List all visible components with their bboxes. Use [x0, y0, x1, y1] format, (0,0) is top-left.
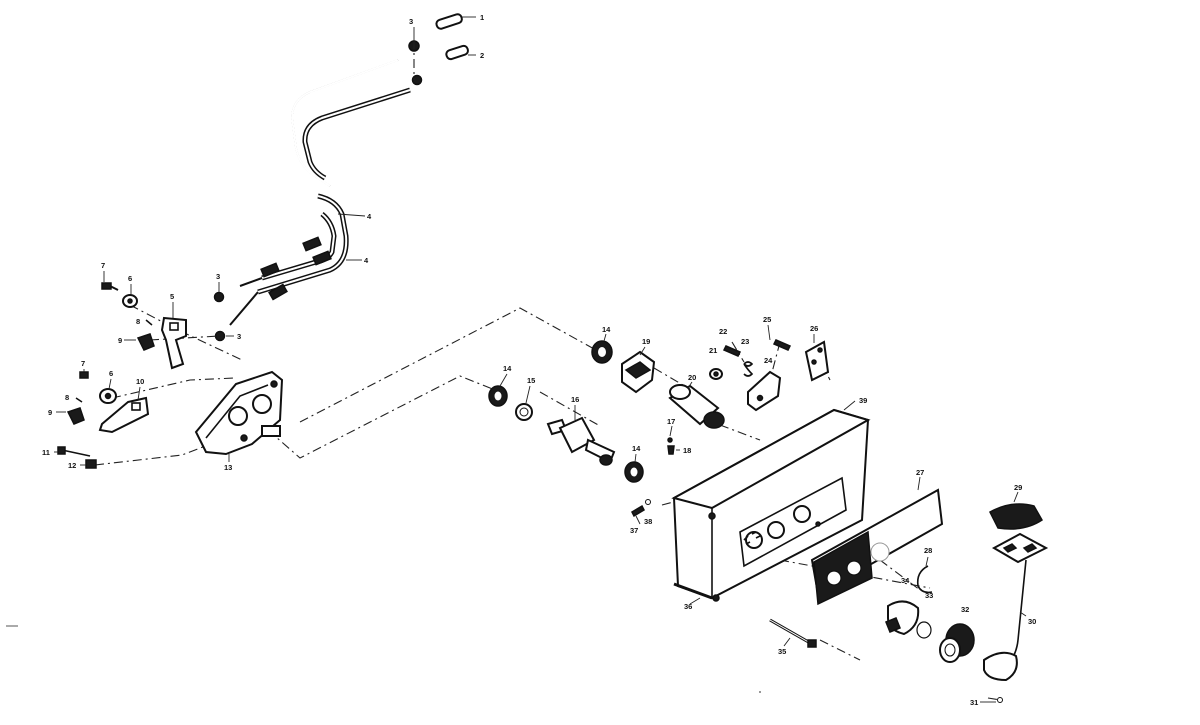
callout-33: 33	[925, 591, 933, 600]
callout-22: 22	[719, 327, 727, 336]
callout-14: 14	[602, 325, 611, 334]
callout-23: 23	[741, 337, 749, 346]
callout-9: 9	[118, 336, 122, 345]
callout-26: 26	[810, 324, 818, 333]
callout-21: 21	[709, 346, 717, 355]
cable-end-fittings	[213, 13, 469, 342]
assembly-paths	[94, 40, 1001, 701]
callout-37: 37	[630, 526, 638, 535]
callout-32: 32	[961, 605, 969, 614]
callout-20: 20	[688, 373, 696, 382]
callout-1: 1	[480, 13, 484, 22]
callout-14: 14	[632, 444, 641, 453]
callout-6: 6	[109, 369, 113, 378]
handle-assembly	[983, 503, 1049, 703]
callout-3: 3	[237, 332, 241, 341]
shaft-assembly	[488, 339, 830, 483]
callout-25: 25	[763, 315, 771, 324]
callout-11: 11	[42, 448, 50, 457]
callout-31: 31	[970, 698, 978, 707]
callout-14: 14	[503, 364, 512, 373]
callout-19: 19	[642, 337, 650, 346]
callout-9: 9	[48, 408, 52, 417]
callout-24: 24	[764, 356, 773, 365]
control-cables	[229, 59, 411, 326]
front-panel-parts	[810, 488, 975, 663]
callout-4: 4	[367, 212, 372, 221]
callout-labels: 1 2 3 4 4 3 3 7 6 5 8 9 7 6 10 8 9 11 12…	[42, 13, 1036, 707]
screws	[631, 499, 817, 648]
scan-mark	[759, 691, 761, 693]
callout-5: 5	[170, 292, 174, 301]
callout-27: 27	[916, 468, 924, 477]
callout-15: 15	[527, 376, 535, 385]
callout-17: 17	[667, 417, 675, 426]
callout-38: 38	[644, 517, 652, 526]
callout-4: 4	[364, 256, 369, 265]
callout-6: 6	[128, 274, 132, 283]
linkage-assembly	[57, 282, 284, 469]
callout-7: 7	[101, 261, 105, 270]
callout-28: 28	[924, 546, 932, 555]
callout-34: 34	[901, 576, 910, 585]
callout-12: 12	[68, 461, 76, 470]
callout-2: 2	[480, 51, 484, 60]
callout-13: 13	[224, 463, 232, 472]
callout-3: 3	[409, 17, 413, 26]
callout-35: 35	[778, 647, 786, 656]
leader-lines	[54, 16, 1027, 703]
callout-36: 36	[684, 602, 692, 611]
control-housing	[671, 408, 871, 602]
callout-8: 8	[65, 393, 69, 402]
callout-30: 30	[1028, 617, 1036, 626]
callout-29: 29	[1014, 483, 1022, 492]
callout-39: 39	[859, 396, 867, 405]
callout-8: 8	[136, 317, 140, 326]
callout-10: 10	[136, 377, 144, 386]
callout-18: 18	[683, 446, 691, 455]
callout-7: 7	[81, 359, 85, 368]
callout-3: 3	[216, 272, 220, 281]
callout-16: 16	[571, 395, 579, 404]
